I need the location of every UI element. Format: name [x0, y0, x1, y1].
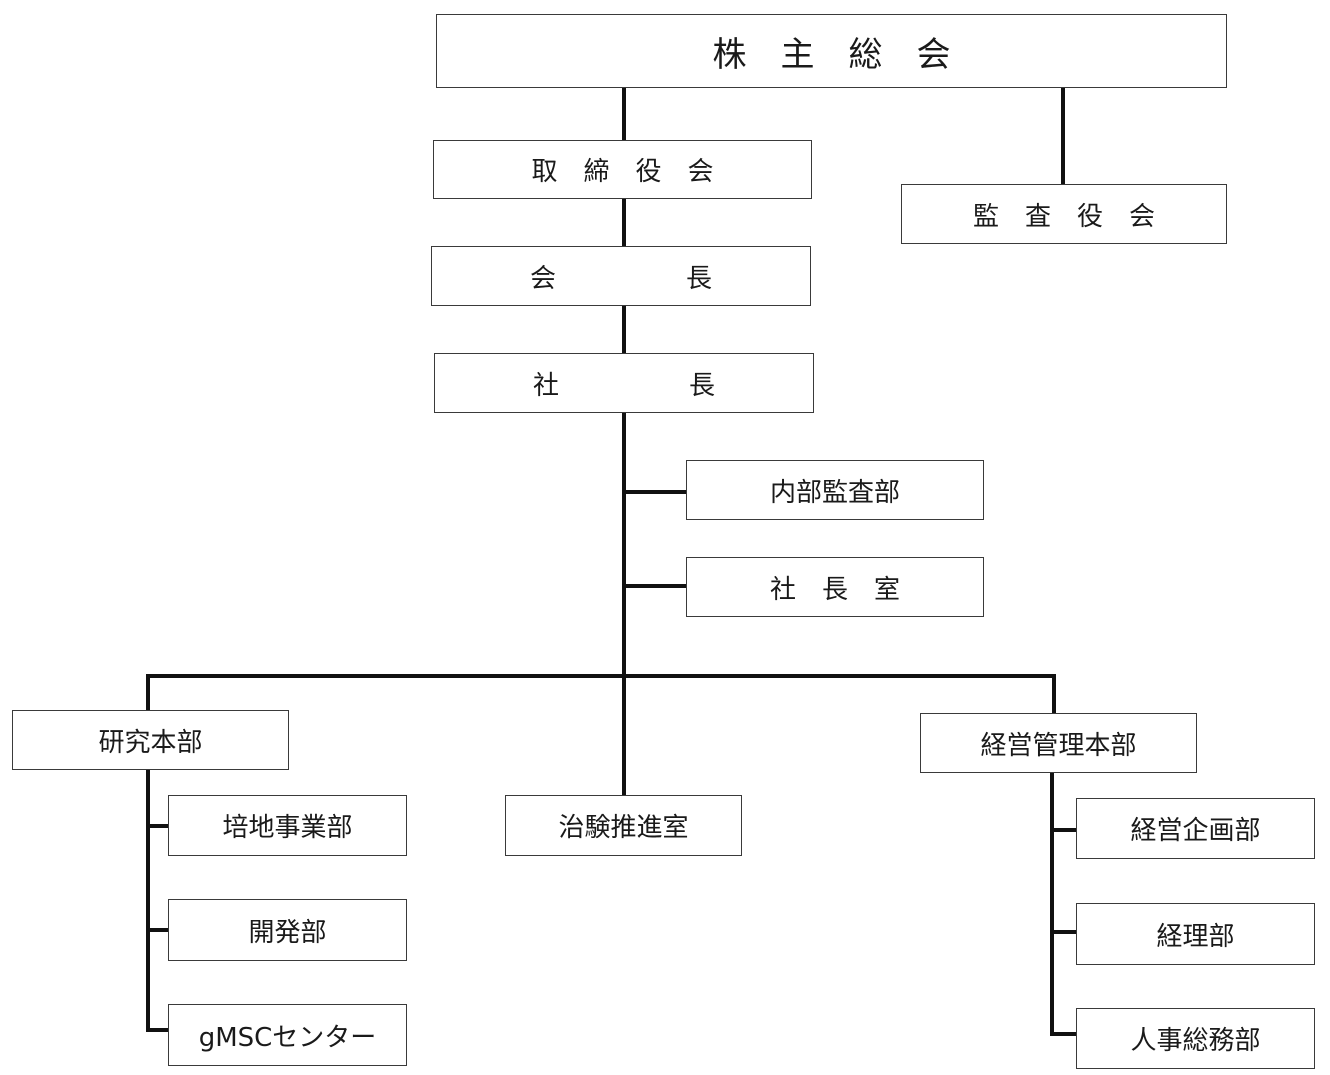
- connector-line: [146, 824, 170, 828]
- connector-line: [146, 674, 150, 712]
- board-of-directors-box: 取 締 役 会: [433, 140, 812, 199]
- connector-line: [146, 674, 1056, 678]
- chairman-box: 会 長: [431, 246, 811, 306]
- connector-line: [1050, 930, 1078, 934]
- research-hq-box: 研究本部: [12, 710, 289, 770]
- clinical-trial-office-box: 治験推進室: [505, 795, 742, 856]
- president-box: 社 長: [434, 353, 814, 413]
- management-hq-box: 経営管理本部: [920, 713, 1197, 773]
- connector-line: [622, 584, 688, 588]
- corporate-planning-box: 経営企画部: [1076, 798, 1315, 859]
- audit-board-box: 監 査 役 会: [901, 184, 1227, 244]
- president-office-box: 社 長 室: [686, 557, 984, 617]
- connector-line: [1050, 772, 1054, 1036]
- connector-line: [1050, 828, 1078, 832]
- connector-line: [146, 770, 150, 1032]
- development-box: 開発部: [168, 899, 407, 961]
- connector-line: [1050, 1032, 1078, 1036]
- connector-line: [622, 490, 688, 494]
- connector-line: [1061, 86, 1065, 186]
- connector-line: [146, 928, 170, 932]
- connector-line: [622, 674, 626, 796]
- hr-general-affairs-box: 人事総務部: [1076, 1008, 1315, 1069]
- connector-line: [146, 1028, 170, 1032]
- internal-audit-box: 内部監査部: [686, 460, 984, 520]
- accounting-box: 経理部: [1076, 903, 1315, 965]
- culture-medium-business-box: 培地事業部: [168, 795, 407, 856]
- connector-line: [1052, 674, 1056, 714]
- shareholders-meeting-box: 株 主 総 会: [436, 14, 1227, 88]
- gmsc-center-box: gMSCセンター: [168, 1004, 407, 1066]
